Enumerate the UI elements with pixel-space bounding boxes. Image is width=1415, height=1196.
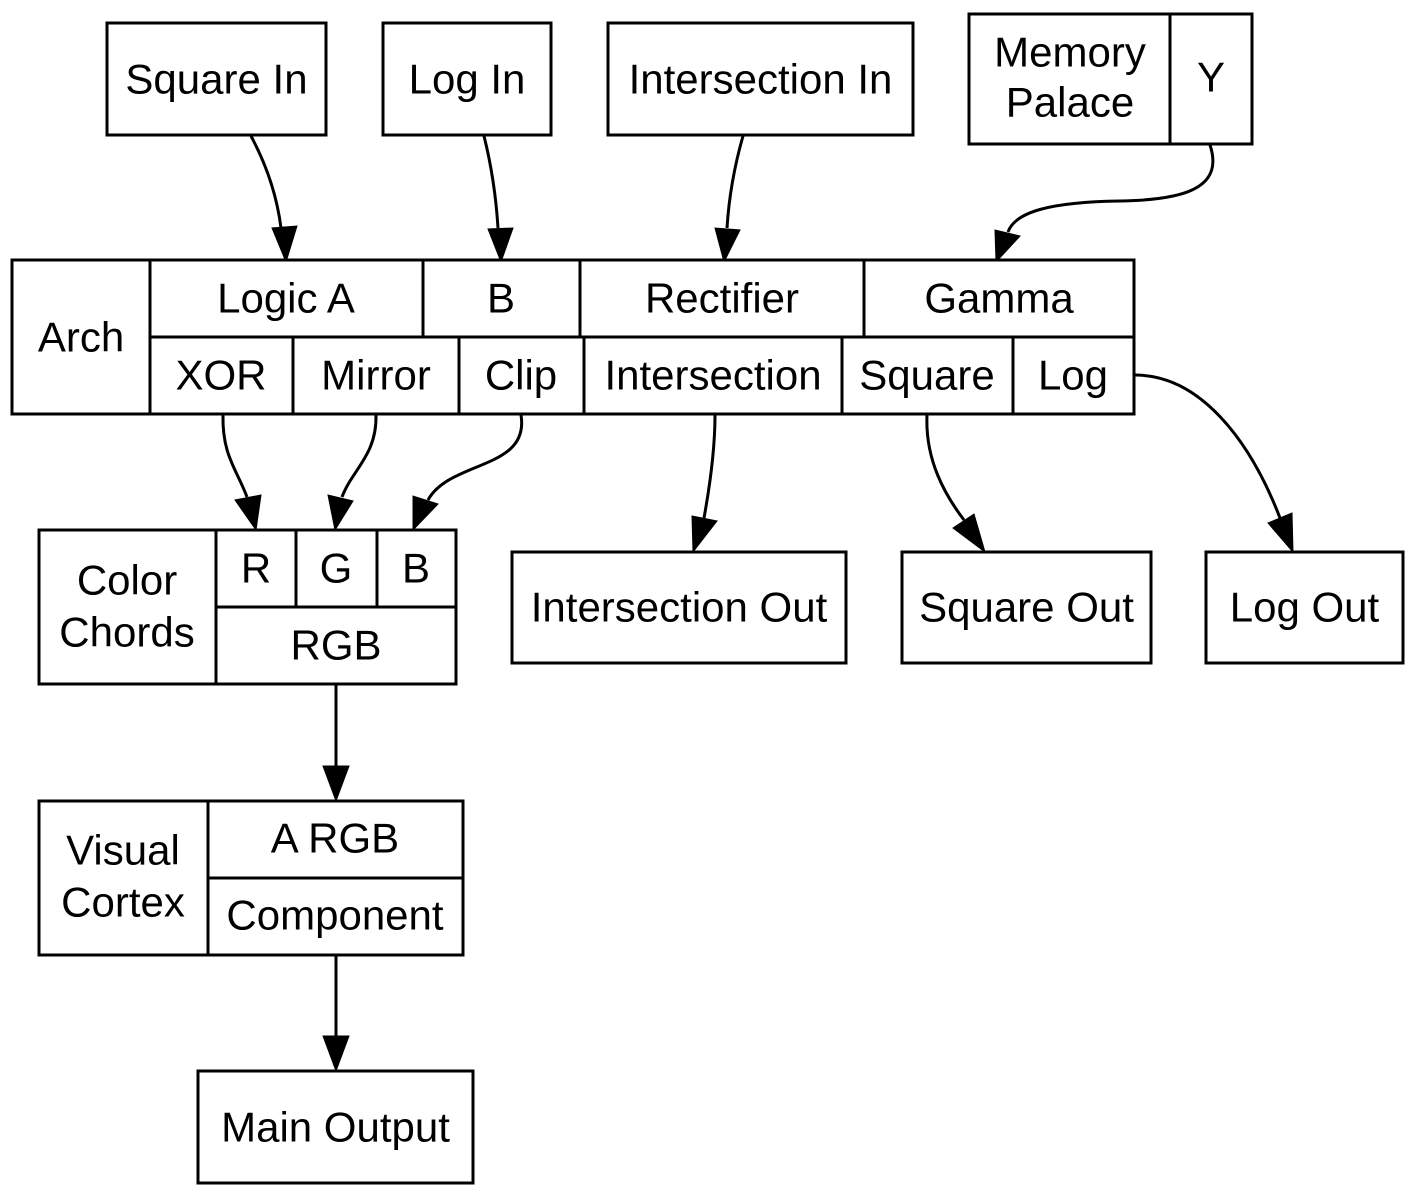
node-name-line2: Cortex	[61, 879, 185, 926]
port-square[interactable]: Square	[859, 352, 994, 399]
node-label: Log In	[409, 56, 526, 103]
edge-square-in-to-logic-a	[249, 135, 283, 229]
port-mirror[interactable]: Mirror	[321, 352, 431, 399]
port-rgb[interactable]: RGB	[290, 622, 381, 669]
port-log[interactable]: Log	[1038, 352, 1108, 399]
port-y[interactable]: Y	[1197, 54, 1225, 101]
edge-intersection-in-to-rectifier	[725, 135, 745, 229]
edge-arrowhead	[412, 495, 439, 532]
edge-arrowhead	[994, 229, 1021, 264]
edge-mirror-to-g	[340, 414, 378, 498]
edge-arrowhead	[1267, 512, 1294, 554]
port-logic-a[interactable]: Logic A	[217, 275, 355, 322]
node-label: Intersection In	[629, 56, 893, 103]
port-rectifier[interactable]: Rectifier	[645, 275, 799, 322]
node-visual-cortex[interactable]: Visual Cortex A RGB Component	[37, 799, 465, 957]
port-a-rgb[interactable]: A RGB	[271, 815, 399, 862]
port-b[interactable]: B	[487, 275, 515, 322]
node-label: Main Output	[221, 1104, 450, 1151]
edge-xor-to-r	[221, 414, 249, 498]
edge-arrowhead	[691, 515, 718, 554]
edge-clip-to-b	[426, 414, 524, 501]
node-name-line1: Visual	[66, 827, 180, 874]
node-label: Square In	[125, 56, 307, 103]
port-b[interactable]: B	[402, 545, 430, 592]
port-component[interactable]: Component	[226, 892, 443, 939]
node-arch[interactable]: Arch Logic A B Rectifier Gamma XOR Mirro…	[10, 258, 1136, 416]
node-main-output[interactable]: Main Output	[196, 1069, 475, 1185]
edge-intersection-to-intersection-out	[702, 414, 717, 519]
node-label: Intersection Out	[531, 584, 828, 631]
node-name-line1: Color	[77, 557, 177, 604]
node-name-line2: Palace	[1006, 79, 1134, 126]
node-label: Square Out	[919, 584, 1134, 631]
node-label: Log Out	[1230, 584, 1380, 631]
edge-arrowhead	[327, 494, 354, 532]
edge-arrowhead	[322, 1035, 350, 1073]
node-log-out[interactable]: Log Out	[1204, 550, 1405, 665]
edge-arrowhead	[322, 765, 350, 803]
edge-arrowhead	[234, 494, 262, 532]
port-g[interactable]: G	[320, 545, 353, 592]
port-clip[interactable]: Clip	[485, 352, 557, 399]
edge-arrowhead	[714, 227, 741, 264]
node-square-out[interactable]: Square Out	[900, 550, 1153, 665]
node-memory-palace[interactable]: Memory Palace Y	[967, 12, 1254, 146]
node-color-chords[interactable]: Color Chords R G B RGB	[37, 528, 458, 686]
edge-arrowhead	[487, 227, 514, 264]
edge-square-to-square-out	[925, 414, 966, 521]
port-xor[interactable]: XOR	[175, 352, 266, 399]
node-name-line2: Chords	[59, 609, 194, 656]
edges	[221, 135, 1294, 1073]
edge-memory-y-to-gamma	[1006, 144, 1215, 233]
node-name: Arch	[38, 314, 124, 361]
node-log-in[interactable]: Log In	[381, 21, 553, 137]
port-gamma[interactable]: Gamma	[924, 275, 1074, 322]
node-square-in[interactable]: Square In	[105, 21, 328, 137]
port-intersection[interactable]: Intersection	[604, 352, 821, 399]
node-intersection-in[interactable]: Intersection In	[606, 21, 915, 137]
edge-arrowhead	[952, 513, 986, 554]
edge-log-in-to-b	[482, 135, 500, 229]
port-r[interactable]: R	[241, 545, 271, 592]
edge-arrowhead	[271, 225, 298, 264]
node-intersection-out[interactable]: Intersection Out	[510, 550, 848, 665]
node-name-line1: Memory	[994, 29, 1146, 76]
edge-log-to-log-out	[1134, 373, 1282, 519]
